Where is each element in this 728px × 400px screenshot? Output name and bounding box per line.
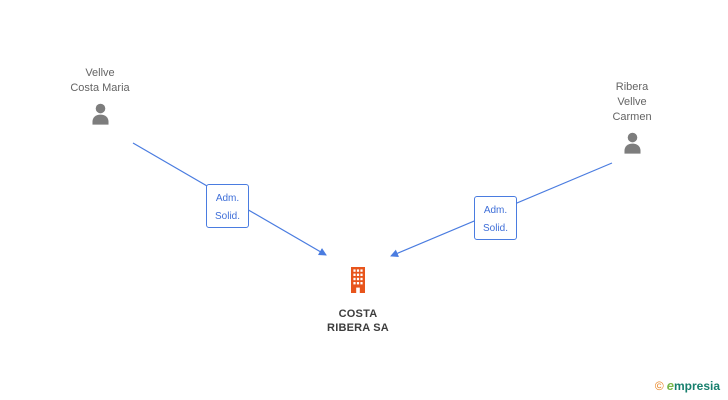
node-person-left[interactable]: Vellve Costa Maria (30, 66, 170, 133)
person-icon (88, 102, 113, 128)
person-icon (620, 131, 645, 157)
node-person-right[interactable]: Ribera Vellve Carmen (562, 80, 702, 162)
empresia-logo[interactable]: ©empresia (654, 378, 720, 394)
brand-text: mpresia (673, 379, 720, 393)
copyright-symbol: © (654, 379, 664, 393)
building-icon (347, 266, 369, 294)
brand-e-mark: e (666, 378, 674, 393)
person-left-name: Vellve Costa Maria (70, 67, 130, 94)
edge-label-right-text: Adm. Solid. (483, 205, 509, 234)
edge-label-left: Adm. Solid. (206, 184, 250, 228)
company-name: COSTA RIBERA SA (327, 308, 389, 334)
edge-label-left-text: Adm. Solid. (215, 193, 241, 222)
person-right-name: Ribera Vellve Carmen (612, 81, 652, 123)
edge-label-right: Adm. Solid. (474, 196, 518, 240)
node-company[interactable]: COSTA RIBERA SA (288, 260, 428, 335)
